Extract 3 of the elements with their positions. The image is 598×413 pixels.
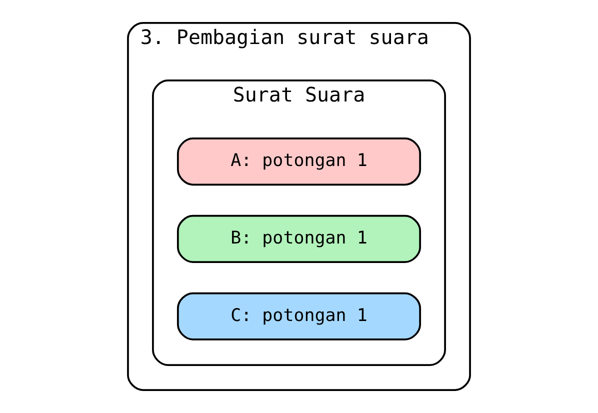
node-box: A: potongan 1: [176, 138, 422, 186]
node-box: C: potongan 1: [176, 292, 422, 340]
node-box: B: potongan 1: [176, 214, 422, 263]
